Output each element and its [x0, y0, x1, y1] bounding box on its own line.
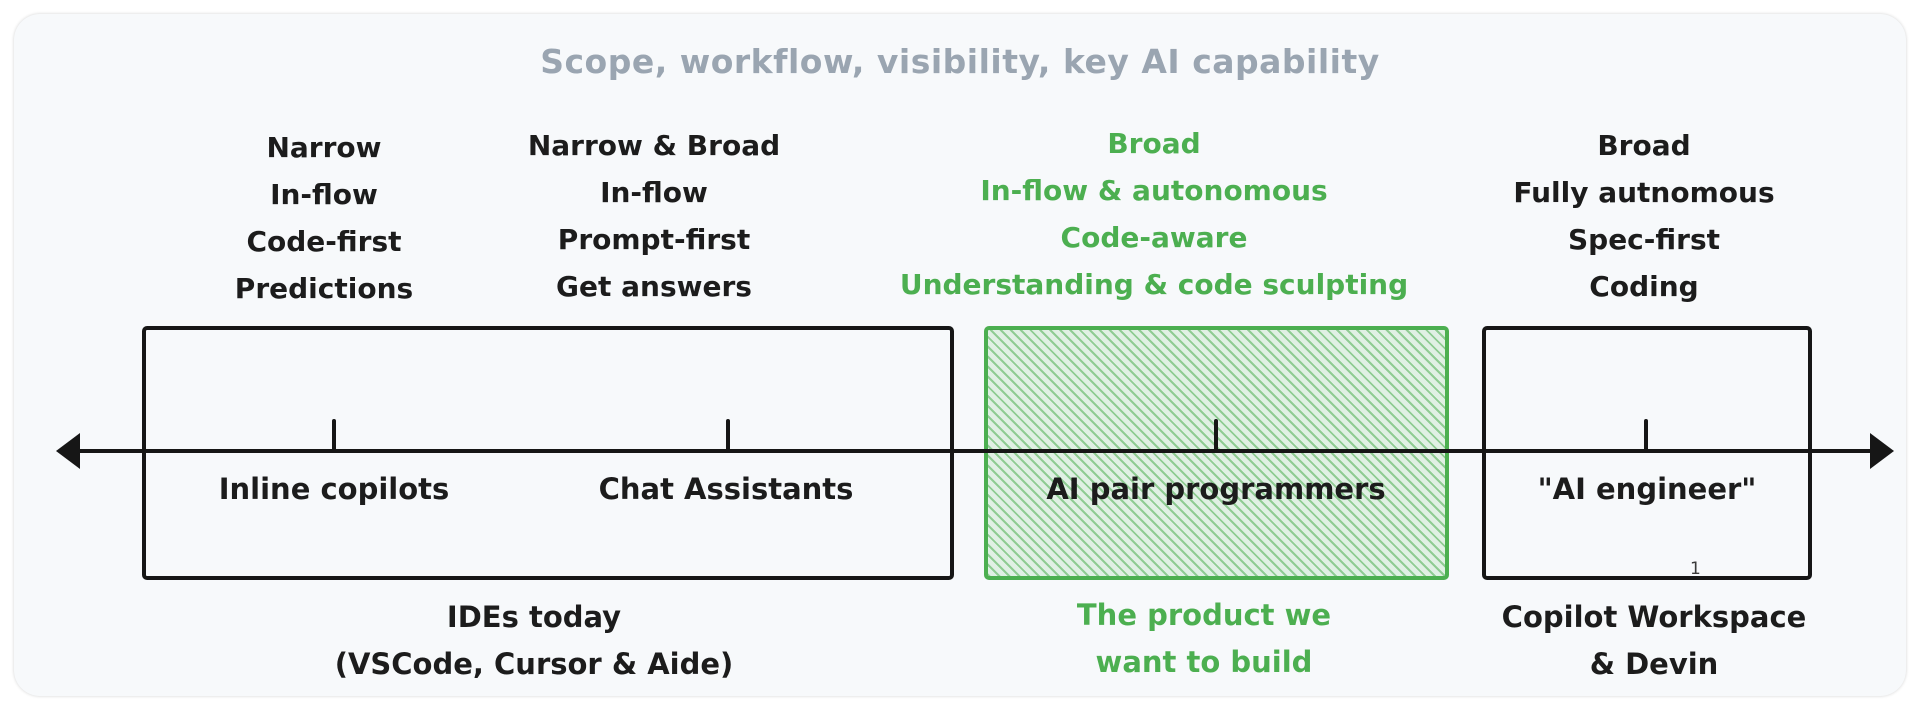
attribute-line: Narrow & Broad	[527, 129, 781, 162]
axis-tick	[1214, 419, 1218, 453]
segment-box-ai-engineer	[1482, 326, 1812, 580]
attribute-line: Understanding & code sculpting	[899, 268, 1409, 301]
attribute-line: In-flow & autonomous	[980, 174, 1328, 207]
attribute-line: Get answers	[556, 270, 752, 303]
axis-arrow-right-icon	[1870, 433, 1894, 469]
axis-tick	[726, 419, 730, 453]
caption-line: (VSCode, Cursor & Aide)	[334, 647, 734, 681]
attribute-line: Code-aware	[1060, 221, 1248, 254]
caption-line: & Devin	[1589, 647, 1719, 681]
attribute-line: Spec-first	[1567, 223, 1721, 256]
segment-box-inline-copilots	[142, 326, 954, 580]
footnote-marker: 1	[1690, 559, 1701, 579]
attribute-line: In-flow	[600, 176, 708, 209]
attribute-line: In-flow	[270, 178, 378, 211]
axis-tick	[332, 419, 336, 453]
segment-box-ai-pair-programmers	[984, 326, 1449, 580]
attribute-line: Broad	[1107, 127, 1201, 160]
axis-tick	[1644, 419, 1648, 453]
segment-label-ai-pair-programmers: AI pair programmers	[1046, 472, 1386, 506]
axis-line	[62, 449, 1884, 453]
attribute-line: Code-first	[246, 225, 402, 258]
attribute-column-ai-pair-programmers: Broad In-flow & autonomous Code-aware Un…	[874, 120, 1434, 308]
caption-ides-today: IDEs today (VSCode, Cursor & Aide)	[174, 594, 894, 688]
attribute-line: Coding	[1589, 270, 1699, 303]
segment-label-inline-copilots: Inline copilots	[218, 472, 450, 506]
attribute-line: Prompt-first	[557, 223, 751, 256]
attribute-column-inline-copilots: Narrow In-flow Code-first Predictions	[164, 124, 484, 312]
segment-label-ai-engineer: "AI engineer"	[1537, 472, 1757, 506]
caption-line: IDEs today	[446, 600, 622, 634]
attribute-line: Fully autnomous	[1513, 176, 1775, 209]
caption-product-we-want-to-build: The product we want to build	[974, 592, 1434, 686]
attribute-column-ai-engineer: Broad Fully autnomous Spec-first Coding	[1424, 122, 1864, 310]
diagram-title: Scope, workflow, visibility, key AI capa…	[540, 42, 1380, 81]
caption-line: Copilot Workspace	[1501, 600, 1807, 634]
attribute-column-chat-assistants: Narrow & Broad In-flow Prompt-first Get …	[454, 122, 854, 310]
diagram-card: Scope, workflow, visibility, key AI capa…	[14, 14, 1906, 696]
segment-label-chat-assistants: Chat Assistants	[598, 472, 854, 506]
attribute-line: Narrow	[266, 131, 382, 164]
caption-line: want to build	[1095, 645, 1313, 679]
caption-copilot-workspace-devin: Copilot Workspace & Devin	[1454, 594, 1854, 688]
attribute-line: Predictions	[234, 272, 414, 305]
attribute-line: Broad	[1597, 129, 1691, 162]
caption-line: The product we	[1076, 598, 1332, 632]
